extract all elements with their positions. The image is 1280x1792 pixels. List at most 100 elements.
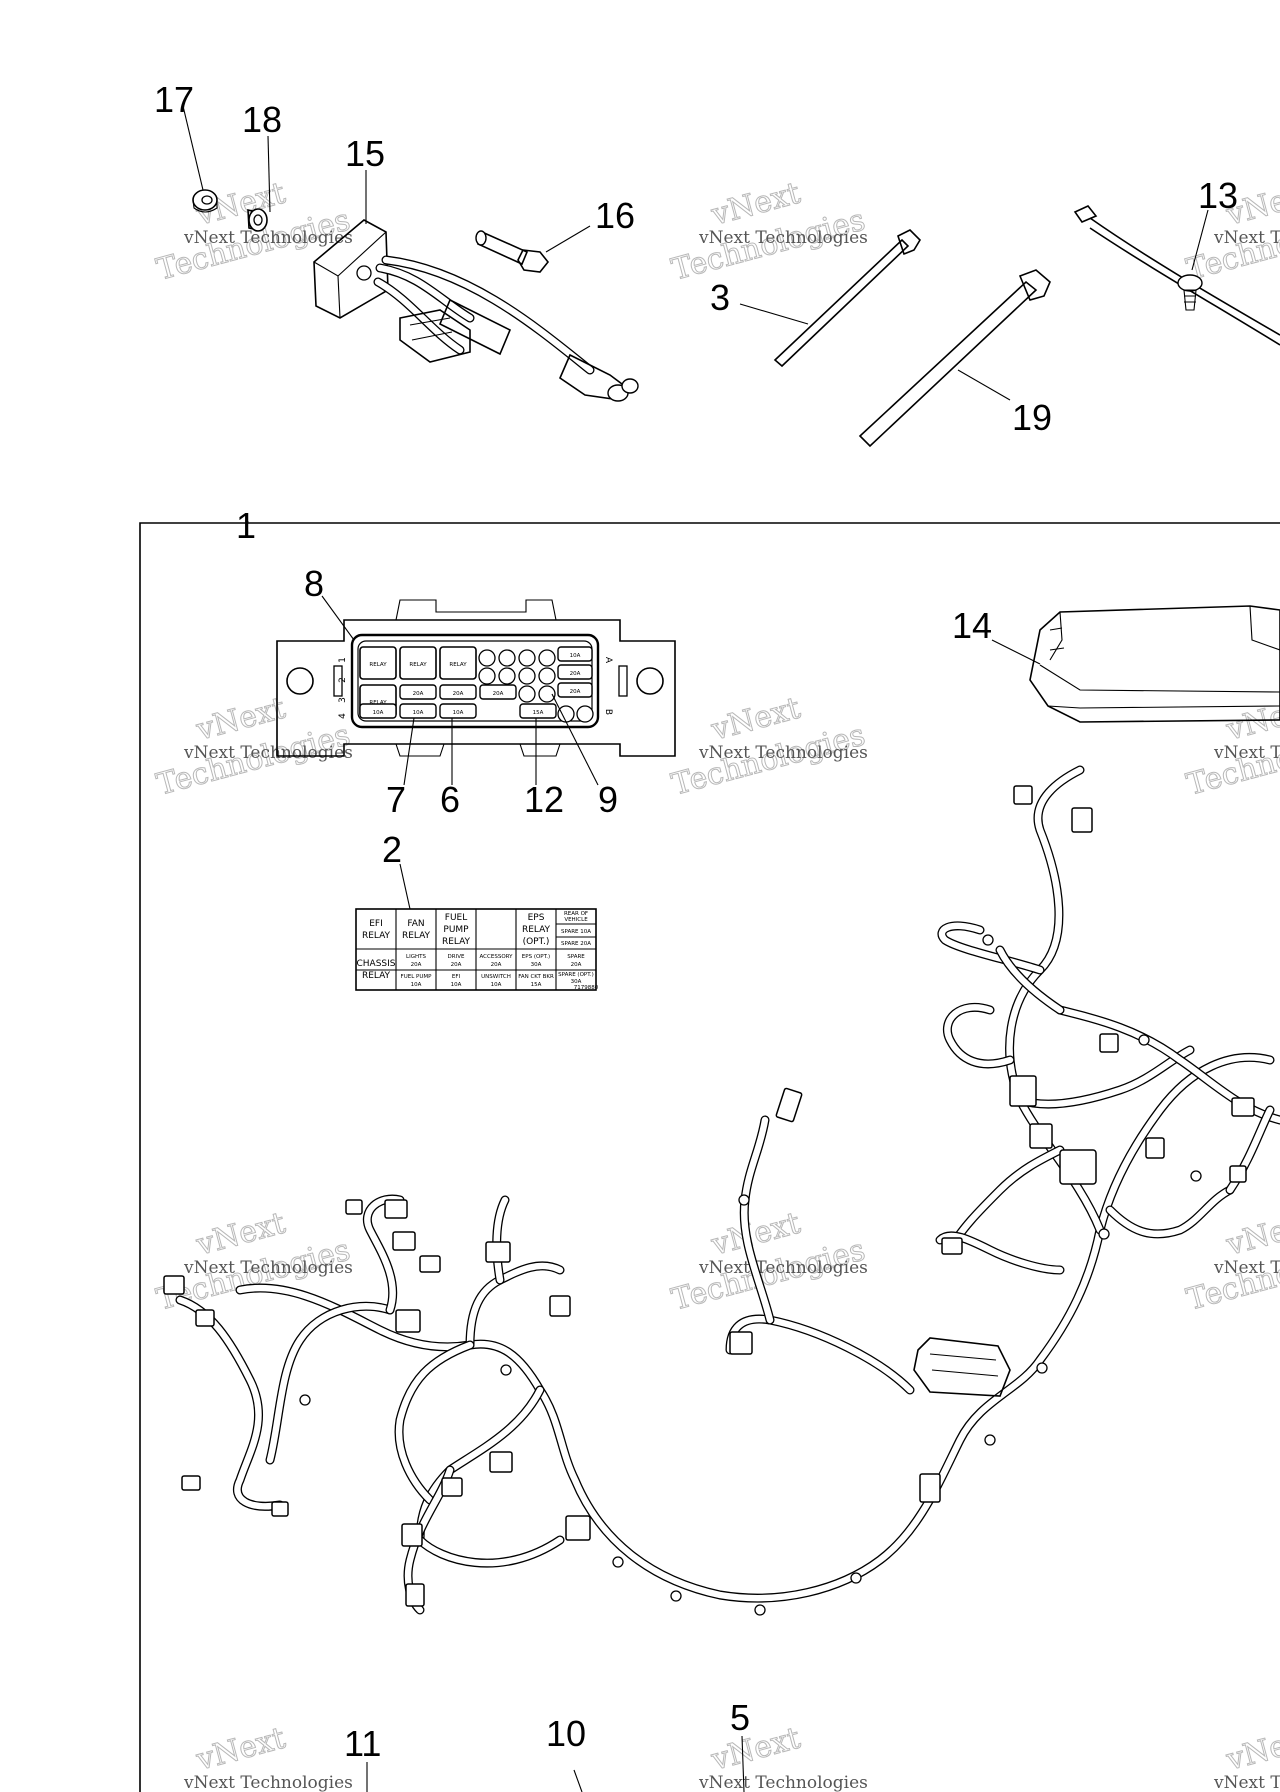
harness-clip[interactable] <box>1138 1034 1150 1046</box>
harness-connector[interactable] <box>271 1501 289 1517</box>
relay-slot[interactable] <box>439 646 477 680</box>
harness-connector[interactable] <box>729 1331 753 1355</box>
fuse-label: 10A <box>453 710 464 716</box>
harness-clip[interactable] <box>299 1394 311 1406</box>
decal-drive-1: DRIVE <box>448 954 465 960</box>
watermark-big-text: vNext <box>1222 1206 1280 1263</box>
part-13-wire-clip[interactable] <box>1073 205 1280 346</box>
watermark-big-text: vNext <box>1222 1721 1280 1778</box>
fuse-10a[interactable] <box>557 646 593 662</box>
decal-eps-2: RELAY <box>522 925 551 935</box>
fuse-20a[interactable] <box>439 684 477 700</box>
watermark-group: vNext Technologies vNext Technologies vN… <box>153 175 1280 1792</box>
relay-slot[interactable] <box>359 646 397 680</box>
relay-slot-label: RELAY <box>369 700 387 706</box>
fuse-label: 10A <box>413 710 424 716</box>
harness-connector[interactable] <box>419 1255 441 1273</box>
callout-numbers: 17 18 15 16 3 19 13 1 8 14 7 6 12 9 2 11… <box>154 79 1238 1764</box>
harness-clip[interactable] <box>500 1364 512 1376</box>
harness-connector-large[interactable] <box>1059 1149 1097 1185</box>
callout-14: 14 <box>952 605 992 646</box>
decal-efi-2: 10A <box>451 982 462 988</box>
fuse-row-4: 4 <box>338 713 348 719</box>
watermark: vNext vNext Technologies <box>183 1720 353 1792</box>
main-wire-harness[interactable] <box>163 765 1280 1616</box>
harness-connector[interactable] <box>1099 1033 1119 1053</box>
part-14-cover[interactable] <box>1029 605 1280 723</box>
harness-connector[interactable] <box>181 1475 201 1491</box>
fuse-20a[interactable] <box>399 684 437 700</box>
harness-connector[interactable] <box>405 1583 425 1607</box>
harness-clip[interactable] <box>982 934 994 946</box>
harness-connector[interactable] <box>489 1451 513 1473</box>
harness-connector[interactable] <box>392 1231 416 1251</box>
harness-connector[interactable] <box>401 1523 423 1547</box>
fuse-10a[interactable] <box>439 703 477 719</box>
fuse-15a[interactable] <box>519 703 557 719</box>
callout-2: 2 <box>382 829 402 870</box>
decal-eps-opt-2: 30A <box>531 962 542 968</box>
fuse-col-a: A <box>603 657 613 664</box>
harness-clip[interactable] <box>754 1604 766 1616</box>
harness-clip[interactable] <box>612 1556 624 1568</box>
fuse-20a[interactable] <box>557 682 593 698</box>
fuse-box[interactable]: 1 2 3 4 A B RELAY RELAY RELAY RELAY 10A … <box>276 599 676 757</box>
harness-clip[interactable] <box>738 1194 750 1206</box>
harness-connector[interactable] <box>345 1199 363 1215</box>
fuse-10a[interactable] <box>359 703 397 719</box>
harness-connector[interactable] <box>1231 1097 1255 1117</box>
harness-clip[interactable] <box>984 1434 996 1446</box>
decal-part-number: 7179880 <box>574 985 599 991</box>
harness-connector[interactable] <box>1071 807 1093 833</box>
harness-fuse-box[interactable] <box>913 1337 1011 1397</box>
part-15-relay-module[interactable] <box>313 219 639 402</box>
decal-fan-relay-1: FAN <box>407 919 424 929</box>
decal-efi-relay-2: RELAY <box>362 931 391 941</box>
harness-connector[interactable] <box>395 1309 421 1333</box>
callout-10: 10 <box>546 1713 586 1754</box>
callout-18: 18 <box>242 99 282 140</box>
harness-connector[interactable] <box>163 1275 185 1295</box>
harness-connector[interactable] <box>485 1241 511 1263</box>
fuse-label: 20A <box>493 691 504 697</box>
harness-clip[interactable] <box>1098 1228 1110 1240</box>
harness-connector[interactable] <box>1145 1137 1165 1159</box>
harness-connector[interactable] <box>919 1473 941 1503</box>
callout-3: 3 <box>710 277 730 318</box>
harness-clip[interactable] <box>1190 1170 1202 1182</box>
decal-accessory-1: ACCESSORY <box>480 954 514 960</box>
fuse-decal[interactable]: EFI RELAY FAN RELAY FUEL PUMP RELAY EPS … <box>355 908 599 991</box>
harness-connector[interactable] <box>195 1309 215 1327</box>
fuse-row-2: 2 <box>338 677 348 683</box>
part-19-cable-tie[interactable] <box>858 269 1051 448</box>
fuse-10a[interactable] <box>399 703 437 719</box>
relay-slot[interactable] <box>399 646 437 680</box>
harness-connector[interactable] <box>549 1295 571 1317</box>
watermark-text: vNext Technologies <box>698 228 868 248</box>
part-18-grommet[interactable] <box>247 208 268 232</box>
harness-clip[interactable] <box>850 1572 862 1584</box>
harness-connector[interactable] <box>1009 1075 1037 1107</box>
part-3-cable-tie[interactable] <box>773 229 922 368</box>
fuse-20a[interactable] <box>557 664 593 680</box>
harness-connector[interactable] <box>441 1477 463 1497</box>
harness-connector[interactable] <box>775 1087 803 1123</box>
harness-connector[interactable] <box>941 1237 963 1255</box>
harness-connector[interactable] <box>1029 1123 1053 1149</box>
decal-unswitch-2: 10A <box>491 982 502 988</box>
fuse-20a[interactable] <box>479 684 517 700</box>
part-16-bolt[interactable] <box>475 230 550 273</box>
harness-clip[interactable] <box>670 1590 682 1602</box>
part-17-nut[interactable] <box>192 189 218 213</box>
harness-connector[interactable] <box>1229 1165 1247 1183</box>
callout-16: 16 <box>595 195 635 236</box>
watermark-text: vNext Technologies <box>183 743 353 763</box>
harness-connector[interactable] <box>565 1515 591 1541</box>
harness-connector[interactable] <box>1013 785 1033 805</box>
decal-spare-opt-1: SPARE (OPT.) <box>558 972 594 978</box>
harness-clip[interactable] <box>1036 1362 1048 1374</box>
decal-efi-relay-1: EFI <box>369 919 383 929</box>
watermark: vNext Technologies vNext Technologies <box>153 690 355 803</box>
leader-lines <box>182 105 1209 1792</box>
harness-connector[interactable] <box>384 1199 408 1219</box>
